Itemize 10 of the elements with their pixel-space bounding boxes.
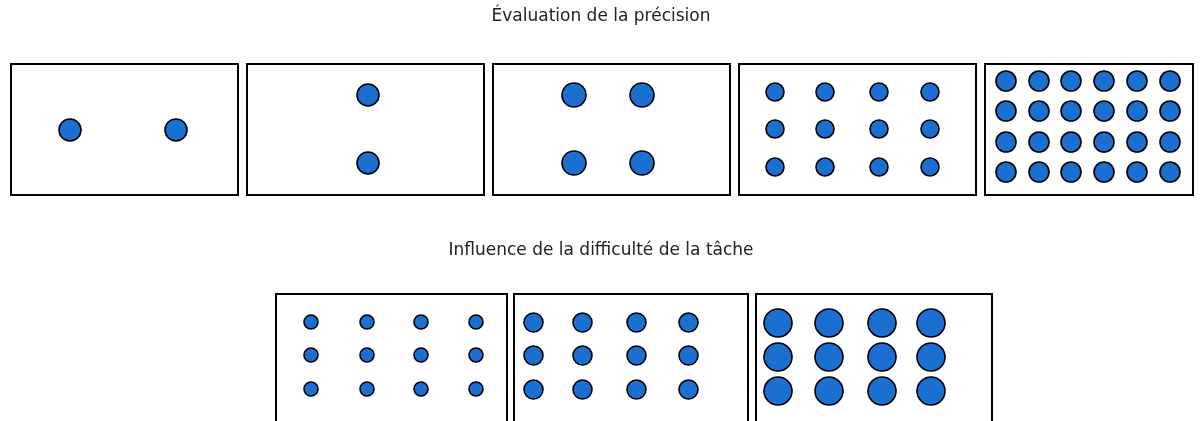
panel [10,63,239,196]
panel [513,293,749,421]
panel [738,63,977,196]
section-heading: Évaluation de la précision [491,5,711,25]
panel [275,293,508,421]
panel [755,293,993,421]
panel [246,63,485,196]
section-heading: Influence de la difficulté de la tâche [448,239,754,259]
panel [492,63,731,196]
panel [984,63,1194,196]
